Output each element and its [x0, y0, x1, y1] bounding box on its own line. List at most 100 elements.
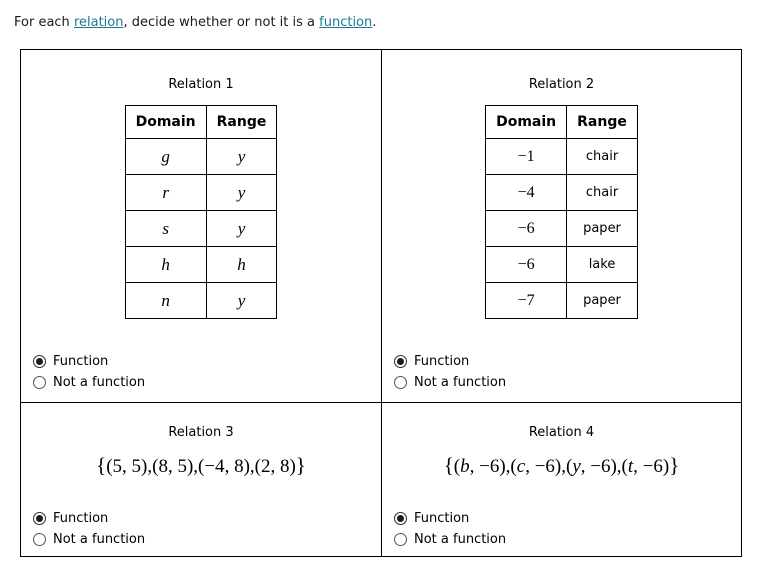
radio-icon[interactable]	[33, 355, 46, 368]
relation-4-panel: Relation 4 {(b, −6),(c, −6),(y, −6),(t, …	[382, 403, 741, 556]
range-column-header: Range	[566, 105, 638, 139]
domain-column-header: Domain	[124, 105, 207, 139]
domain-column-header: Domain	[485, 105, 568, 139]
relation-1-not-function-option[interactable]: Not a function	[33, 372, 145, 393]
table-cell: chair	[566, 174, 638, 211]
table-cell: y	[205, 210, 278, 247]
set-token: t	[627, 456, 634, 477]
instruction-segment: , decide whether or not it is a	[123, 15, 320, 30]
table-cell: h	[124, 246, 207, 283]
relation-3-answer-options: Function Not a function	[33, 508, 145, 550]
set-token: c	[516, 456, 526, 477]
set-token: −6	[642, 456, 663, 477]
relation-2-title: Relation 2	[528, 77, 595, 92]
table-cell: −6	[485, 246, 568, 283]
relation-3-set-notation: {(5, 5),(8, 5),(−4, 8),(2, 8)}	[96, 453, 306, 477]
set-token: 5	[131, 456, 142, 477]
table-cell: n	[124, 282, 207, 319]
relation-2-function-option[interactable]: Function	[394, 351, 506, 372]
option-label: Not a function	[414, 375, 507, 390]
table-cell: s	[124, 210, 207, 247]
table-cell: y	[205, 138, 278, 175]
option-label: Not a function	[414, 532, 507, 547]
table-cell: paper	[566, 282, 638, 319]
option-label: Function	[53, 354, 109, 369]
radio-icon[interactable]	[33, 512, 46, 525]
set-token: y	[572, 456, 581, 477]
relation-4-title: Relation 4	[528, 425, 595, 440]
relation-1-function-option[interactable]: Function	[33, 351, 145, 372]
relation-2-not-function-option[interactable]: Not a function	[394, 372, 506, 393]
table-header-row: Domain Range	[485, 105, 638, 139]
radio-icon[interactable]	[33, 376, 46, 389]
relation-4-not-function-option[interactable]: Not a function	[394, 529, 506, 550]
relation-4-answer-options: Function Not a function	[394, 508, 506, 550]
radio-icon[interactable]	[394, 533, 407, 546]
option-label: Not a function	[53, 532, 146, 547]
relation-1-title: Relation 1	[168, 77, 234, 92]
set-token: −6	[534, 456, 555, 477]
relation-2-answer-options: Function Not a function	[394, 351, 506, 393]
relation-3-function-option[interactable]: Function	[33, 508, 145, 529]
table-cell: g	[124, 138, 207, 175]
table-cell: −7	[485, 282, 568, 319]
table-cell: −4	[485, 174, 568, 211]
option-label: Function	[53, 511, 109, 526]
function-link[interactable]: function	[319, 15, 373, 30]
option-label: Function	[414, 511, 470, 526]
table-cell: y	[205, 174, 278, 211]
table-cell: chair	[566, 138, 638, 175]
set-token: 8	[158, 456, 168, 477]
relation-3-not-function-option[interactable]: Not a function	[33, 529, 145, 550]
set-token: −4	[204, 456, 225, 477]
set-token: 8	[234, 456, 244, 477]
brace: {	[443, 453, 454, 477]
table-cell: lake	[566, 246, 638, 283]
relation-link[interactable]: relation	[73, 15, 124, 30]
option-label: Function	[414, 354, 470, 369]
relation-1-answer-options: Function Not a function	[33, 351, 145, 393]
table-cell: h	[205, 246, 278, 283]
set-token: 8	[279, 456, 290, 477]
set-token: −6	[590, 456, 611, 477]
table-cell: −1	[485, 138, 568, 175]
table-cell: paper	[566, 210, 638, 247]
relation-4-function-option[interactable]: Function	[394, 508, 506, 529]
radio-icon[interactable]	[394, 376, 407, 389]
set-token: 5	[177, 456, 187, 477]
instruction-segment: .	[372, 15, 377, 30]
set-token: 5	[112, 456, 123, 477]
range-column-header: Range	[205, 105, 278, 139]
table-cell: y	[205, 282, 278, 319]
relation-4-set-notation: {(b, −6),(c, −6),(y, −6),(t, −6)}	[443, 453, 680, 477]
instruction-segment: For each	[14, 15, 74, 30]
set-token: 2	[260, 456, 271, 477]
table-header-row: Domain Range	[124, 105, 278, 139]
brace: }	[669, 453, 680, 477]
radio-icon[interactable]	[33, 533, 46, 546]
option-label: Not a function	[53, 375, 146, 390]
brace: }	[295, 453, 306, 477]
relation-3-panel: Relation 3 {(5, 5),(8, 5),(−4, 8),(2, 8)…	[21, 403, 382, 556]
relation-3-title: Relation 3	[168, 425, 234, 440]
radio-icon[interactable]	[394, 512, 407, 525]
table-cell: r	[124, 174, 207, 211]
instruction-text: For each relation, decide whether or not…	[14, 15, 376, 30]
set-token: b	[460, 456, 470, 477]
radio-icon[interactable]	[394, 355, 407, 368]
table-cell: −6	[485, 210, 568, 247]
